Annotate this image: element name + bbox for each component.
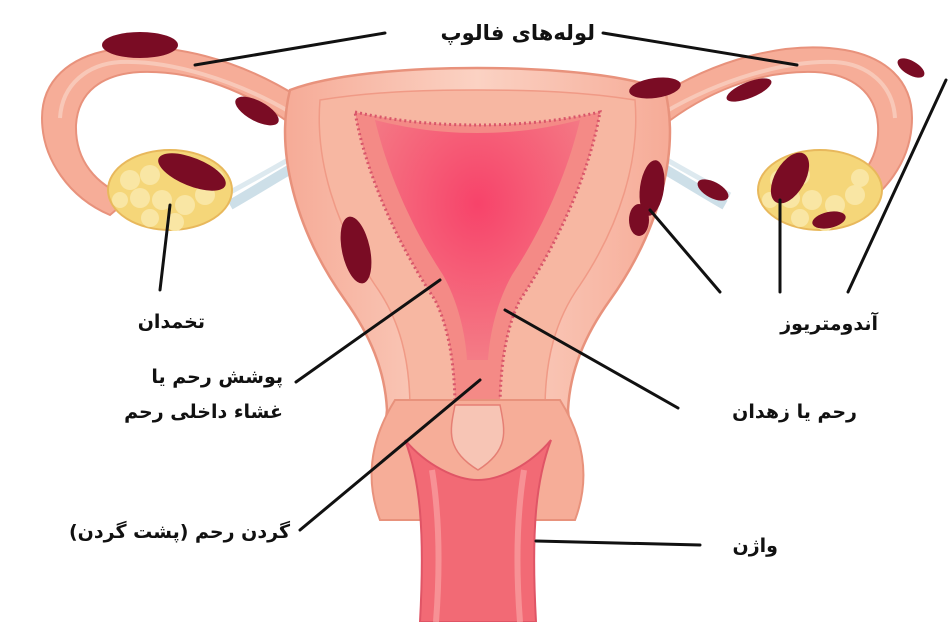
leader-fallopian-left <box>195 33 385 65</box>
leader-vagina <box>536 541 700 545</box>
leader-fallopian-right <box>603 33 797 65</box>
label-endometrium-line2: غشاء داخلی رحم <box>124 401 283 423</box>
label-vagina: واژن <box>733 535 778 557</box>
label-fallopian-tubes: لوله‌های فالوپ <box>441 21 595 45</box>
label-endometrium-line1: پوشش رحم یا <box>151 366 283 388</box>
label-cervix: گردن رحم (پشت گردن) <box>69 520 291 543</box>
label-ovary: تخمدان <box>138 311 205 333</box>
leader-endometriosis-1 <box>650 210 720 292</box>
label-endometriosis: آندومتریوز <box>779 311 878 335</box>
label-uterus: رحم یا زهدان <box>732 401 857 423</box>
